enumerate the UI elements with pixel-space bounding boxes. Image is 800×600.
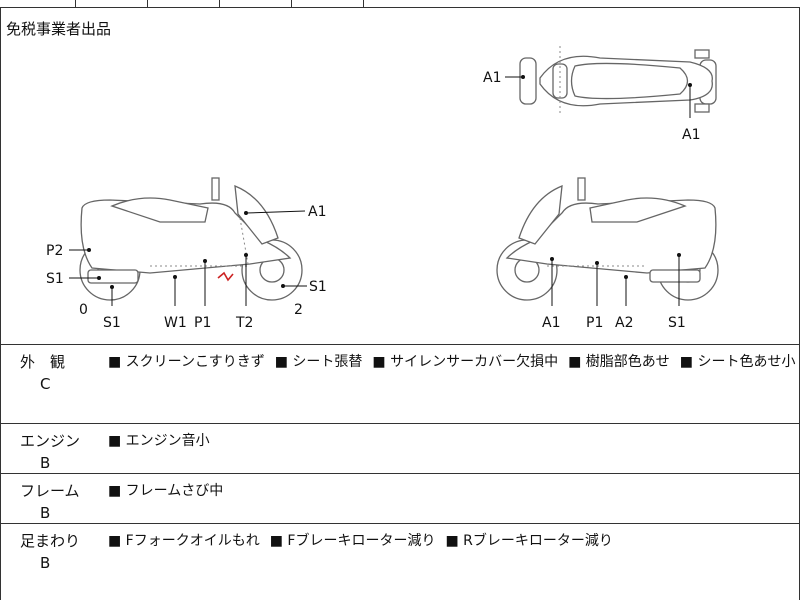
left-label-t2: T2: [235, 315, 253, 331]
section-items: ■ フレームさび中: [108, 480, 233, 500]
list-item: ■ シート色あせ小: [679, 354, 796, 370]
condition-diagram-area: 免税事業者出品 A1 A1: [0, 8, 800, 345]
list-item: ■ シート張替: [274, 354, 363, 370]
section-engine: エンジン B ■ エンジン音小: [0, 424, 800, 474]
left-label-0: 0: [79, 302, 88, 318]
scooter-right-view: A1 P1 A2 S1: [496, 177, 719, 331]
list-item: ■ フレームさび中: [108, 483, 224, 499]
list-item: ■ Fフォークオイルもれ: [108, 533, 260, 549]
section-grade: B: [40, 554, 51, 572]
list-item: ■ Rブレーキローター減り: [445, 533, 613, 549]
section-exterior: 外 観 C ■ スクリーンこすりきず■ シート張替■ サイレンサーカバー欠損中■…: [0, 345, 800, 424]
right-label-a1: A1: [542, 315, 560, 331]
left-label-2: 2: [294, 302, 303, 318]
left-label-s1-front: S1: [309, 279, 327, 295]
section-suspension: 足まわり B ■ Fフォークオイルもれ ■ Fブレーキローター減り ■ Rブレーキロ…: [0, 524, 800, 600]
top-label-a1-seat: A1: [682, 127, 700, 143]
section-grade: B: [40, 504, 51, 522]
section-items: ■ エンジン音小: [108, 430, 220, 450]
section-grade: B: [40, 454, 51, 472]
section-items: ■ スクリーンこすりきず ■ シート張替 ■ サイレンサーカバー欠損中 ■ 樹脂部色あ…: [108, 351, 800, 371]
left-label-w1: W1: [164, 315, 187, 331]
left-label-p1: P1: [194, 315, 211, 331]
left-label-a1: A1: [308, 204, 326, 220]
left-label-s1-rear: S1: [103, 315, 121, 331]
section-grade: C: [40, 375, 51, 393]
right-label-a2: A2: [615, 315, 633, 331]
scooter-diagram: A1 A1 A1 P2 S: [46, 46, 719, 331]
list-item: ■ エンジン音小: [108, 433, 210, 449]
scooter-top-view: A1 A1: [483, 46, 717, 143]
section-items: ■ Fフォークオイルもれ ■ Fブレーキローター減り ■ Rブレーキローター減り: [108, 530, 623, 550]
list-item: ■ サイレンサーカバー欠損中: [372, 354, 559, 370]
scooter-left-view: A1 P2 S1 S1 0 2 S1 W1 P1 T2: [46, 177, 327, 331]
top-table-edge: [0, 0, 800, 8]
list-item: ■ 樹脂部色あせ: [568, 354, 670, 370]
list-item: ■ スクリーンこすりきず: [108, 354, 265, 370]
section-category: エンジン: [20, 432, 81, 450]
top-label-a1-front: A1: [483, 70, 501, 86]
section-category: 足まわり: [20, 532, 81, 550]
right-label-p1: P1: [586, 315, 603, 331]
section-category: 外 観: [20, 353, 66, 371]
list-item: ■ Fブレーキローター減り: [269, 533, 436, 549]
left-label-p2: P2: [46, 243, 63, 259]
left-label-s1-muffler: S1: [46, 271, 64, 287]
section-category: フレーム: [20, 482, 80, 500]
right-label-s1: S1: [668, 315, 686, 331]
tax-exempt-notice: 免税事業者出品: [6, 20, 112, 38]
section-frame: フレーム B ■ フレームさび中: [0, 474, 800, 524]
